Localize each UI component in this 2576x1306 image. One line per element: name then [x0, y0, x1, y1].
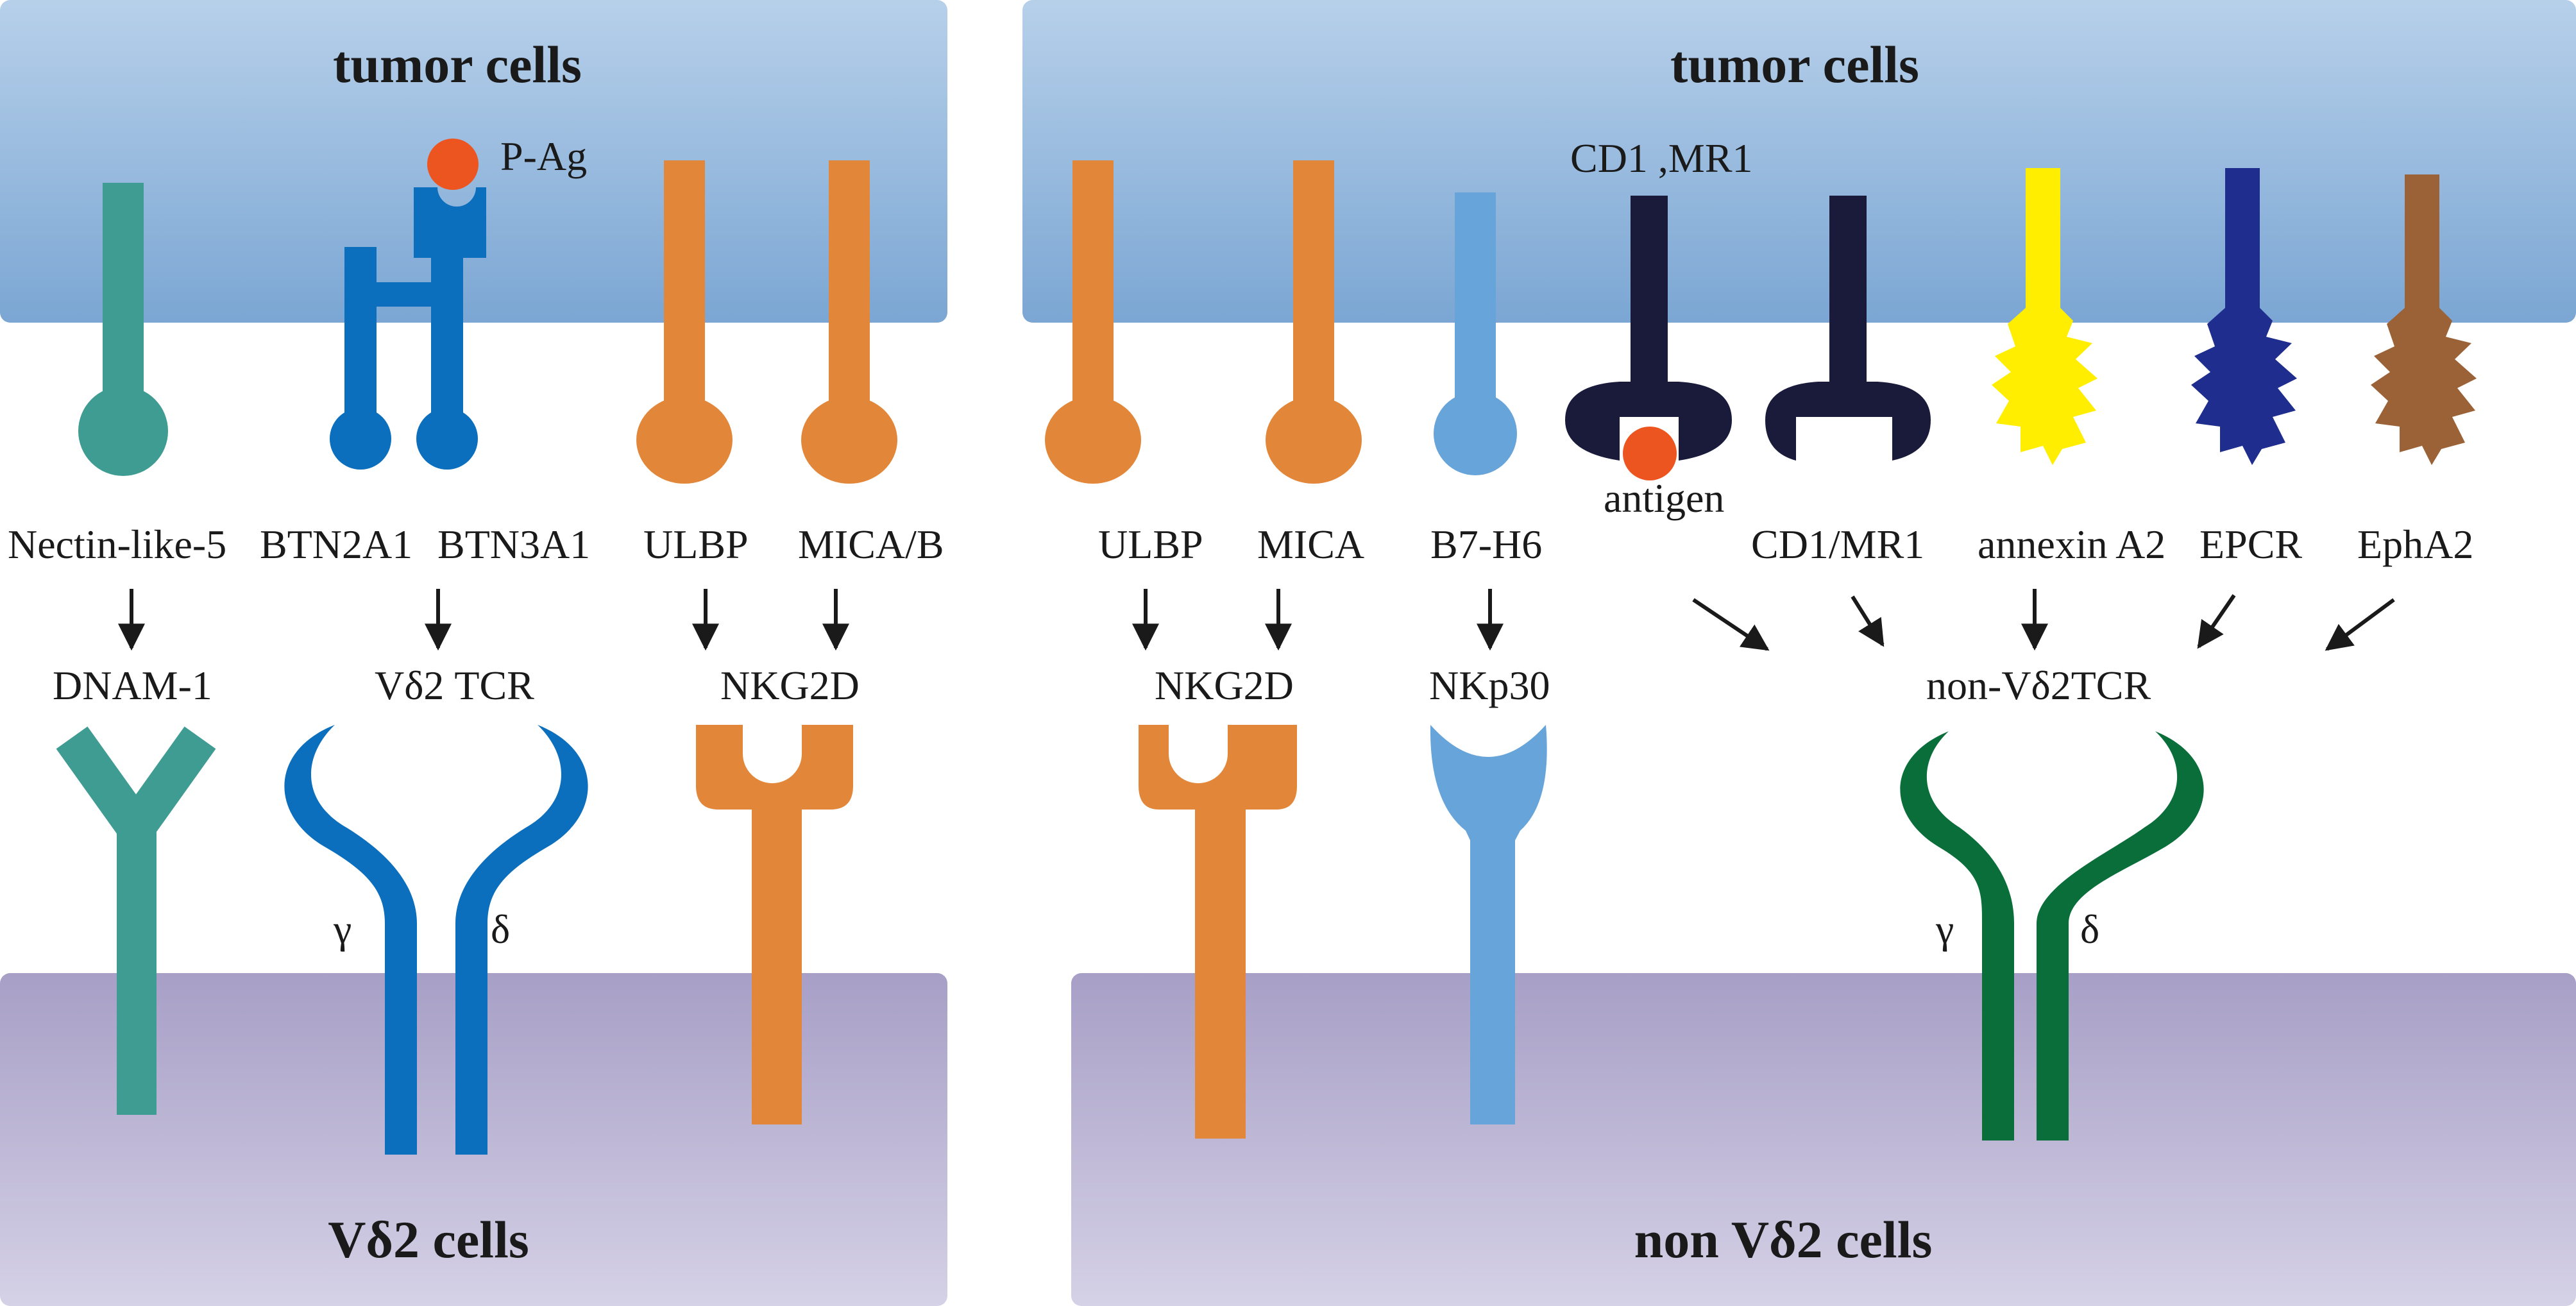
- receptor-label-dnam1: DNAM-1: [53, 663, 212, 708]
- ligand-label-btn3a1: BTN3A1: [437, 522, 590, 567]
- right-gamma-label: γ: [1935, 906, 1954, 952]
- p-ag-molecule: [427, 139, 479, 190]
- right-tcell-title: non Vδ2 cells: [1634, 1210, 1933, 1269]
- receptor-label-nkp30: NKp30: [1429, 663, 1550, 708]
- right-delta-label: δ: [2080, 906, 2099, 952]
- ligand-label-nectin-like-5: Nectin-like-5: [8, 522, 226, 567]
- right-panel: CD1 ,MR1 antigen ULBP MICA B7-H6 CD1/MR1…: [1022, 0, 2576, 1306]
- ligand-label-epha2: EphA2: [2357, 522, 2473, 567]
- ligand-label-cd1-mr1: CD1/MR1: [1751, 522, 1924, 567]
- arrow-cd1-antigen-to-tcr: [1692, 598, 1770, 651]
- cd1-mr1-top-label: CD1 ,MR1: [1570, 135, 1753, 181]
- mica-b-ligand: [801, 160, 897, 484]
- left-panel: P-Ag Nectin-like-5 BTN2A1 BTN3A1 ULBP MI…: [0, 0, 947, 1306]
- ligand-label-mica-b: MICA/B: [798, 522, 944, 567]
- antigen-label: antigen: [1604, 475, 1724, 521]
- mica-ligand-right: [1266, 160, 1362, 484]
- epha2-ligand: [2371, 174, 2477, 465]
- ligand-label-ulbp-right: ULBP: [1098, 522, 1203, 567]
- p-ag-label: P-Ag: [500, 133, 587, 179]
- right-tumor-membrane: [1022, 0, 2576, 323]
- arrow-epcr-to-tcr: [2197, 594, 2236, 649]
- ligand-label-epcr: EPCR: [2199, 522, 2302, 567]
- receptor-label-nkg2d-left: NKG2D: [720, 663, 860, 708]
- left-gamma-label: γ: [333, 906, 352, 952]
- ligand-label-mica-right: MICA: [1257, 522, 1364, 567]
- right-arrows: [1132, 589, 2395, 651]
- left-tcell-title: Vδ2 cells: [328, 1210, 529, 1269]
- non-vd2-tcr-receptor: [1900, 731, 2204, 1141]
- left-arrows: [118, 589, 849, 651]
- btn2a1-btn3a1-ligand: [330, 187, 486, 470]
- receptor-label-non-vd2tcr: non-Vδ2TCR: [1926, 663, 2151, 708]
- nkg2d-receptor-right: [1139, 725, 1297, 1139]
- cd1-mr1-ligand: [1765, 196, 1931, 461]
- b7-h6-ligand: [1434, 192, 1517, 475]
- receptor-label-vd2tcr: Vδ2 TCR: [375, 663, 534, 708]
- receptor-label-nkg2d-right: NKG2D: [1155, 663, 1294, 708]
- ligand-label-btn2a1: BTN2A1: [260, 522, 412, 567]
- ligand-label-b7-h6: B7-H6: [1430, 522, 1542, 567]
- ligand-label-annexin-a2: annexin A2: [1978, 522, 2165, 567]
- nkp30-receptor: [1430, 725, 1547, 1124]
- ligand-label-ulbp-left: ULBP: [643, 522, 749, 567]
- nectin-like-5-ligand: [78, 183, 168, 476]
- arrow-epha2-to-tcr: [2325, 598, 2395, 651]
- ulbp-ligand-right: [1045, 160, 1141, 484]
- left-delta-label: δ: [491, 906, 510, 952]
- left-tumor-title: tumor cells: [333, 35, 582, 94]
- right-tcell-membrane: [1071, 973, 2576, 1306]
- vd2-tcr-receptor: [284, 725, 588, 1155]
- epcr-ligand: [2191, 168, 2297, 465]
- antigen-molecule: [1623, 427, 1677, 480]
- nkg2d-receptor-left: [696, 725, 853, 1124]
- cd1-mr1-antigen-ligand: [1565, 196, 1732, 480]
- right-tumor-title: tumor cells: [1670, 35, 1919, 94]
- dnam1-receptor: [56, 726, 216, 1115]
- ulbp-ligand-left: [636, 160, 733, 484]
- annexin-a2-ligand: [1992, 168, 2097, 465]
- arrow-cd1-to-tcr: [1851, 595, 1885, 647]
